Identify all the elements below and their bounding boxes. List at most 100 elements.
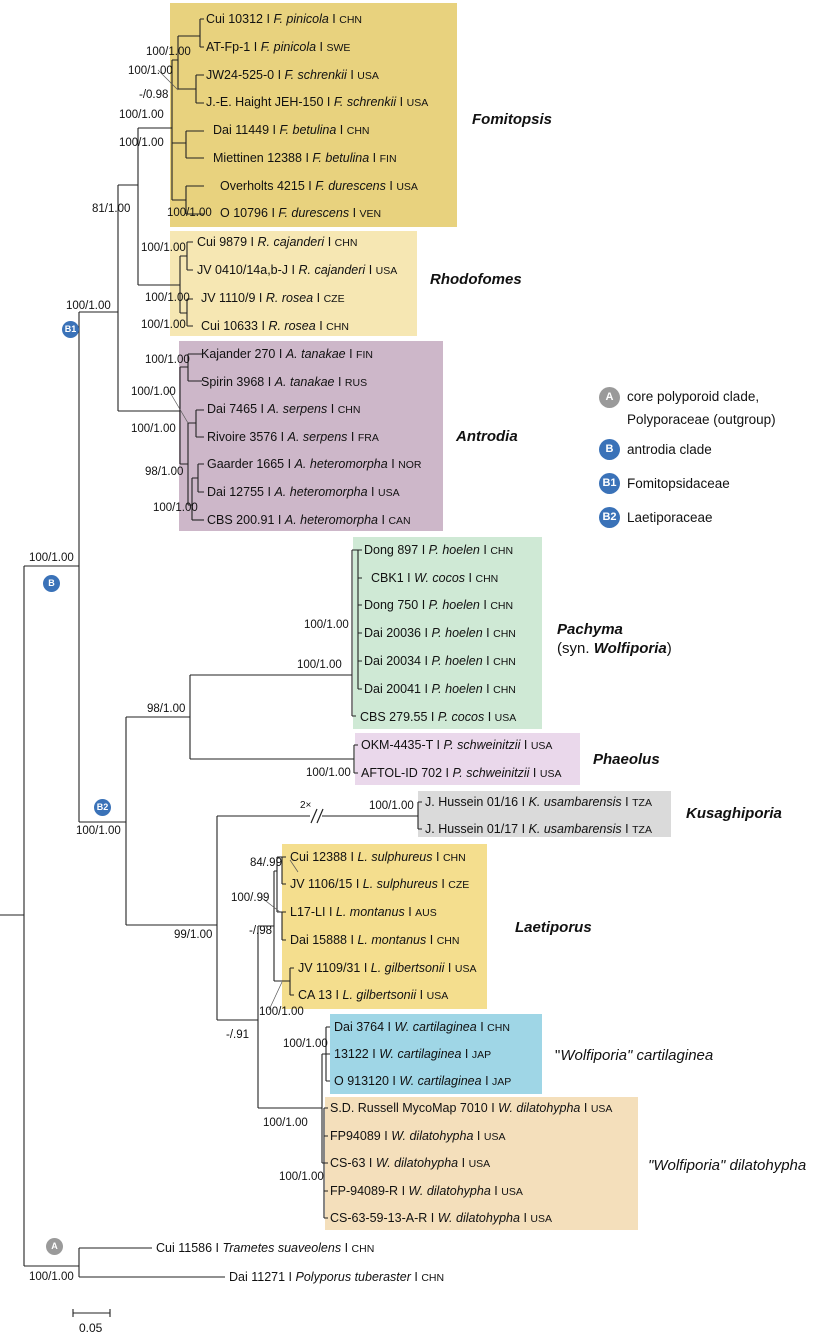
- support-value: 98/1.00: [147, 703, 186, 715]
- support-value: 100/1.00: [146, 46, 191, 58]
- support-value: 100/1.00: [167, 207, 212, 219]
- taxon-label: J. Hussein 01/17 I K. usambarensis I TZA: [425, 822, 652, 836]
- taxon-label: Kajander 270 I A. tanakae I FIN: [201, 347, 373, 361]
- support-value: 99/1.00: [174, 929, 213, 941]
- badge-b2: B2: [94, 799, 111, 816]
- taxon-label: JV 1109/31 I L. gilbertsonii I USA: [298, 961, 477, 975]
- taxon-label: CS-63 I W. dilatohypha I USA: [330, 1156, 491, 1170]
- taxon-label: Dai 7465 I A. serpens I CHN: [207, 402, 361, 416]
- support-value: 100/1.00: [306, 767, 351, 779]
- taxon-label: JV 1106/15 I L. sulphureus I CZE: [290, 877, 470, 891]
- taxon-label: Dai 15888 I L. montanus I CHN: [290, 933, 460, 947]
- support-value: -/.98: [249, 925, 273, 937]
- taxon-label: Overholts 4215 I F. durescens I USA: [220, 179, 418, 193]
- taxon-label: CBS 200.91 I A. heteromorpha I CAN: [207, 513, 411, 527]
- taxon-label: Gaarder 1665 I A. heteromorpha I NOR: [207, 457, 422, 471]
- support-value: 100/1.00: [119, 109, 164, 121]
- badge-b: B: [43, 575, 60, 592]
- branch-break-marker: 2×: [300, 800, 312, 811]
- support-value: 100/1.00: [153, 502, 198, 514]
- taxon-label: J.-E. Haight JEH-150 I F. schrenkii I US…: [206, 95, 429, 109]
- support-value: 100/1.00: [29, 1271, 74, 1283]
- legend-badge-b: B: [599, 439, 620, 460]
- support-value: -/.91: [226, 1029, 250, 1041]
- support-value: 100/1.00: [131, 386, 176, 398]
- taxon-label: CBS 279.55 I P. cocos I USA: [360, 710, 517, 724]
- support-value: 100/1.00: [141, 242, 186, 254]
- taxon-label: L17-LI I L. montanus I AUS: [290, 905, 437, 919]
- taxon-label: CBK1 I W. cocos I CHN: [371, 571, 499, 585]
- fomitopsis-box: [170, 3, 457, 227]
- cartilaginea-box: [330, 1014, 542, 1094]
- taxon-label: OKM-4435-T I P. schweinitzii I USA: [361, 738, 553, 752]
- support-value: 100/1.00: [304, 619, 349, 631]
- antrodia-box: [179, 341, 443, 531]
- support-value: 100/1.00: [279, 1171, 324, 1183]
- legend-badge-b1: B1: [599, 473, 620, 494]
- support-value: 100/1.00: [145, 292, 190, 304]
- rhodofomes-box: [170, 231, 417, 336]
- legend-text-a: core polyporoid clade,: [627, 389, 760, 404]
- taxon-label: Spirin 3968 I A. tanakae I RUS: [201, 375, 368, 389]
- support-value: 98/1.00: [145, 466, 184, 478]
- clade-label-laetiporus: Laetiporus: [515, 919, 592, 936]
- taxon-label: CS-63-59-13-A-R I W. dilatohypha I USA: [330, 1211, 552, 1225]
- support-value: 100/1.00: [131, 423, 176, 435]
- legend-text-b2: Laetiporaceae: [627, 510, 713, 525]
- clade-label-fomitopsis: Fomitopsis: [472, 111, 553, 128]
- badge-b1: B1: [62, 321, 79, 338]
- support-value: 100/1.00: [145, 354, 190, 366]
- taxon-label: Dai 11271 I Polyporus tuberaster I CHN: [229, 1270, 445, 1284]
- taxon-label: FP-94089-R I W. dilatohypha I USA: [330, 1184, 523, 1198]
- legend-text-a2: Polyporaceae (outgroup): [627, 412, 776, 427]
- taxon-label: JV 0410/14a,b-J I R. cajanderi I USA: [197, 263, 398, 277]
- kusaghiporia-box: [418, 791, 671, 837]
- clade-label-cartilaginea: "Wolfiporia" cartilaginea: [555, 1047, 714, 1064]
- clade-label-pachyma-syn: (syn. Wolfiporia): [557, 640, 672, 657]
- taxon-label: Dai 3764 I W. cartilaginea I CHN: [334, 1020, 510, 1034]
- taxon-label: AFTOL-ID 702 I P. schweinitzii I USA: [361, 766, 562, 780]
- support-value: 100/1.00: [297, 659, 342, 671]
- support-value: 100/1.00: [141, 319, 186, 331]
- taxon-label: Dai 20041 I P. hoelen I CHN: [364, 682, 516, 696]
- taxon-label: 13122 I W. cartilaginea I JAP: [334, 1047, 492, 1061]
- taxon-label: Cui 11586 I Trametes suaveolens I CHN: [156, 1241, 375, 1255]
- taxon-label: O 10796 I F. durescens I VEN: [220, 206, 382, 220]
- taxon-label: AT-Fp-1 I F. pinicola I SWE: [206, 40, 351, 54]
- support-value: 100/1.00: [369, 800, 414, 812]
- badge-a: A: [46, 1238, 63, 1255]
- clade-label-rhodofomes: Rhodofomes: [430, 271, 522, 288]
- support-value: -/0.98: [139, 89, 169, 101]
- support-value: 100/1.00: [283, 1038, 328, 1050]
- scale-bar-label: 0.05: [79, 1321, 103, 1335]
- support-value: 100/.99: [231, 892, 270, 904]
- support-value: 100/1.00: [263, 1117, 308, 1129]
- taxon-label: Dai 12755 I A. heteromorpha I USA: [207, 485, 400, 499]
- support-value: 84/.99: [250, 857, 282, 869]
- legend-text-b: antrodia clade: [627, 442, 712, 457]
- taxon-label: JV 1110/9 I R. rosea I CZE: [201, 291, 345, 305]
- clade-label-antrodia: Antrodia: [456, 428, 518, 445]
- taxon-label: Cui 9879 I R. cajanderi I CHN: [197, 235, 358, 249]
- taxon-label: JW24-525-0 I F. schrenkii I USA: [206, 68, 379, 82]
- phaeolus-box: [355, 733, 580, 785]
- support-value: 100/1.00: [128, 65, 173, 77]
- taxon-label: Dai 20034 I P. hoelen I CHN: [364, 654, 516, 668]
- taxon-label: O 913120 I W. cartilaginea I JAP: [334, 1074, 512, 1088]
- clade-label-phaeolus: Phaeolus: [593, 751, 660, 768]
- support-value: 100/1.00: [76, 825, 121, 837]
- support-value: 100/1.00: [259, 1006, 304, 1018]
- laetiporus-box: [282, 844, 487, 1009]
- support-value: 100/1.00: [29, 552, 74, 564]
- legend-text-b1: Fomitopsidaceae: [627, 476, 730, 491]
- taxon-label: Dai 20036 I P. hoelen I CHN: [364, 626, 516, 640]
- taxon-label: Dong 750 I P. hoelen I CHN: [364, 598, 514, 612]
- taxon-label: Rivoire 3576 I A. serpens I FRA: [207, 430, 379, 444]
- pachyma-box: [353, 537, 542, 729]
- taxon-label: Cui 10312 I F. pinicola I CHN: [206, 12, 363, 26]
- support-value: 100/1.00: [119, 137, 164, 149]
- support-value: 81/1.00: [92, 203, 131, 215]
- clade-label-pachyma: Pachyma: [557, 621, 623, 638]
